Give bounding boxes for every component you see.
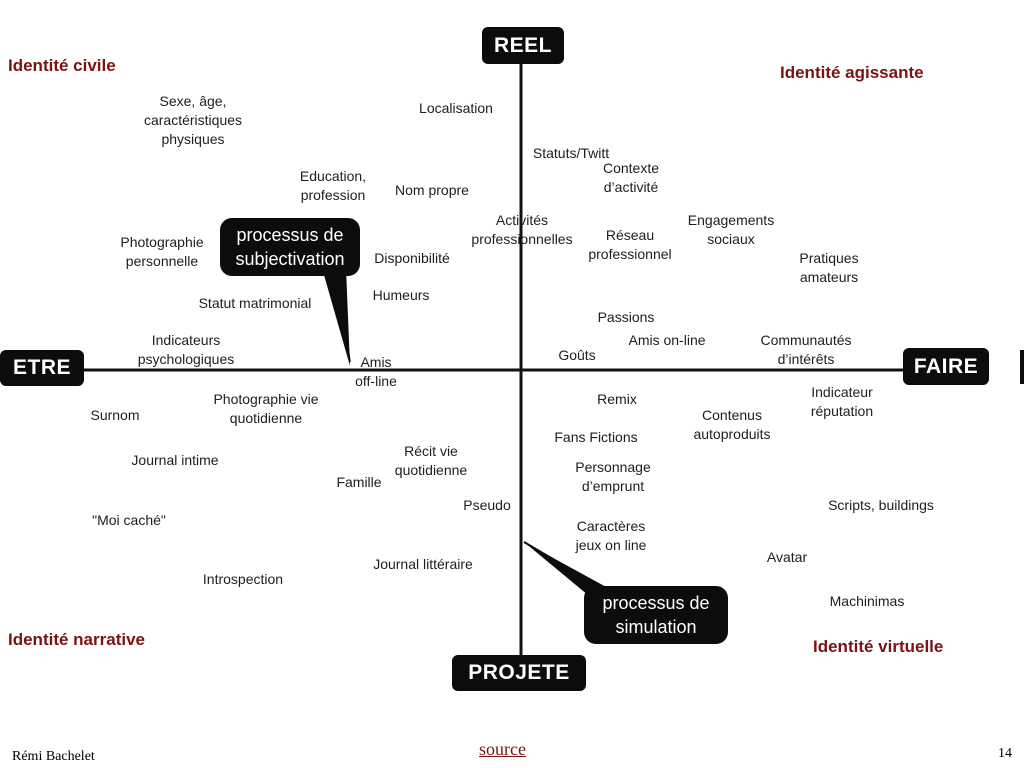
label-photographie-vie-quotidienne: Photographie vie quotidienne [213, 391, 319, 426]
label-introspection: Introspection [202, 571, 284, 587]
label-pratiques-amateurs: Pratiques amateurs [799, 250, 859, 285]
right-edge-mark [1020, 350, 1024, 384]
label-sexe-age: Sexe, âge, caractéristiques physiques [143, 93, 243, 147]
axis-projete-box: PROJETE [452, 655, 586, 691]
footer-author: Rémi Bachelet [12, 749, 95, 764]
label-indicateur-reputation: Indicateur réputation [810, 384, 874, 419]
label-machinimas: Machinimas [829, 593, 905, 609]
label-famille: Famille [336, 474, 382, 490]
callout-simulation: processus de simulation [584, 586, 728, 644]
label-reseau-professionnel: Réseau professionnel [588, 227, 672, 262]
label-journal-intime: Journal intime [131, 452, 219, 468]
page-number: 14 [998, 746, 1012, 761]
label-fans-fictions: Fans Fictions [554, 429, 638, 445]
label-nom-propre: Nom propre [395, 182, 469, 198]
label-contenus-autoproduits: Contenus autoproduits [693, 407, 771, 442]
label-amis-offline: Amis off-line [355, 354, 397, 389]
subjectivation-callout-tail [322, 268, 350, 366]
label-amis-online: Amis on-line [628, 332, 706, 348]
axis-reel-box: REEL [482, 27, 564, 64]
label-journal-litteraire: Journal littéraire [373, 556, 473, 572]
label-engagements-sociaux: Engagements sociaux [687, 212, 775, 247]
label-photographie-personnelle: Photographie personnelle [120, 234, 204, 269]
quadrant-identite-narrative: Identité narrative [8, 630, 145, 649]
label-statuts-twitt: Statuts/Twitt [532, 145, 610, 161]
label-contexte-activite: Contexte d’activité [602, 160, 660, 195]
label-recit-vie-quotidienne: Récit vie quotidienne [394, 443, 468, 478]
quadrant-identite-agissante: Identité agissante [780, 63, 924, 82]
label-statut-matrimonial: Statut matrimonial [198, 295, 312, 311]
label-remix: Remix [597, 391, 637, 407]
label-personnage-emprunt: Personnage d’emprunt [575, 459, 651, 494]
label-education-profession: Education, profession [299, 168, 367, 203]
label-scripts-buildings: Scripts, buildings [828, 497, 934, 513]
label-humeurs: Humeurs [372, 287, 430, 303]
label-localisation: Localisation [419, 100, 493, 116]
callout-subjectivation: processus de subjectivation [220, 218, 360, 276]
source-link[interactable]: source [479, 739, 526, 759]
label-indicateurs-psychologiques: Indicateurs psychologiques [137, 332, 235, 367]
label-surnom: Surnom [90, 407, 140, 423]
label-activites-professionnelles: Activités professionnelles [471, 212, 573, 247]
label-gouts: Goûts [558, 347, 596, 363]
label-caracteres-jeux-online: Caractères jeux on line [575, 518, 647, 553]
axis-faire-box: FAIRE [903, 348, 989, 385]
label-pseudo: Pseudo [463, 497, 511, 513]
label-communautes-interets: Communautés d’intérêts [760, 332, 852, 367]
quadrant-identite-civile: Identité civile [8, 56, 116, 75]
label-avatar: Avatar [766, 549, 808, 565]
label-disponibilite: Disponibilité [374, 250, 450, 266]
axis-etre-box: ETRE [0, 350, 84, 386]
quadrant-identite-virtuelle: Identité virtuelle [813, 637, 944, 656]
label-passions: Passions [597, 309, 655, 325]
label-moi-cache: "Moi caché" [92, 512, 166, 528]
